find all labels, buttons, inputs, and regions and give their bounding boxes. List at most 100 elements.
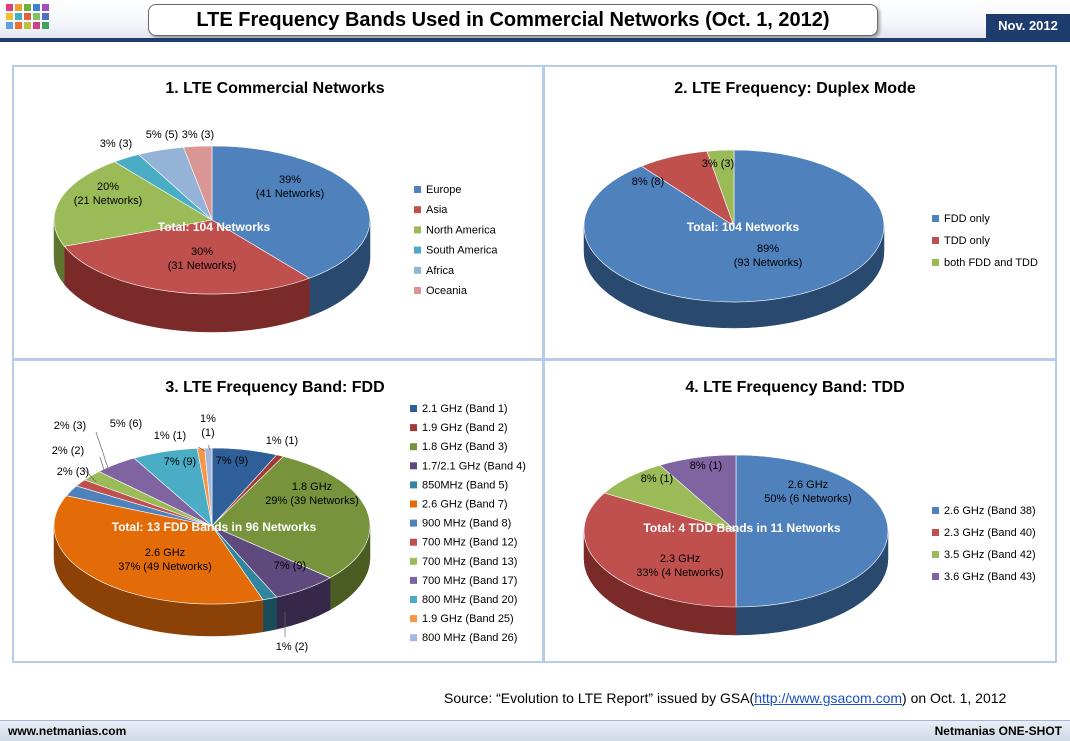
grid-divider-vertical bbox=[542, 65, 545, 663]
slice-2 bbox=[63, 219, 311, 295]
legend-label-7: 900 MHz (Band 8) bbox=[422, 518, 511, 530]
chart-grid bbox=[12, 65, 1057, 663]
source-prefix: Source: “Evolution to LTE Report” issued… bbox=[444, 690, 755, 706]
leader-line-1 bbox=[95, 431, 109, 469]
legend-swatch-2 bbox=[410, 424, 417, 432]
legend-swatch-1 bbox=[932, 215, 939, 222]
slice-label-5: 1% (2) bbox=[276, 641, 308, 653]
slice-4 bbox=[659, 454, 737, 532]
legend-swatch-2 bbox=[932, 237, 939, 244]
slice-sublabel-2: 33% (4 Networks) bbox=[636, 567, 723, 579]
slice-sublabel-6: 37% (49 Networks) bbox=[118, 561, 212, 573]
slice-label-6: 3% (3) bbox=[182, 129, 214, 141]
slice-label-10: 5% (6) bbox=[110, 418, 142, 430]
date-badge: Nov. 2012 bbox=[986, 14, 1070, 38]
slice-label-6: 2.6 GHz bbox=[145, 547, 185, 559]
source-link[interactable]: http://www.gsacom.com bbox=[754, 690, 903, 706]
slice-label-1: 7% (9) bbox=[216, 455, 248, 467]
legend-swatch-13 bbox=[410, 634, 417, 642]
legend-swatch-5 bbox=[410, 481, 417, 489]
slice-label-2: 8% (8) bbox=[632, 176, 664, 188]
header-rule bbox=[0, 38, 1070, 42]
legend-swatch-4 bbox=[414, 246, 421, 254]
pie-total-label: Total: 104 Networks bbox=[687, 220, 800, 234]
pie-chart-3 bbox=[53, 405, 417, 642]
legend-swatch-3 bbox=[932, 551, 939, 558]
legend-label-3: North America bbox=[426, 224, 497, 236]
legend-label-5: Africa bbox=[426, 265, 455, 277]
slice-label-1: 39% bbox=[279, 174, 301, 186]
legend-swatch-3 bbox=[932, 259, 939, 266]
netmanias-logo bbox=[6, 4, 49, 34]
slice-sublabel-3: (21 Networks) bbox=[74, 195, 142, 207]
page-title: LTE Frequency Bands Used in Commercial N… bbox=[148, 4, 878, 36]
slice-label-12: 1% (1) bbox=[154, 430, 186, 442]
legend-label-3: 1.8 GHz (Band 3) bbox=[422, 441, 508, 453]
legend-label-13: 800 MHz (Band 26) bbox=[422, 632, 517, 644]
slice-1 bbox=[211, 145, 371, 279]
slice-2 bbox=[583, 492, 737, 608]
pie-total-label: Total: 104 Networks bbox=[158, 220, 271, 234]
slice-13 bbox=[204, 447, 213, 527]
legend-label-4: 3.6 GHz (Band 43) bbox=[944, 571, 1036, 583]
slice-6 bbox=[53, 495, 264, 605]
legend-swatch-6 bbox=[410, 500, 417, 508]
leader-line-3 bbox=[82, 467, 97, 483]
leader-line-4 bbox=[197, 446, 206, 452]
chart-title-1: 1. LTE Commercial Networks bbox=[165, 80, 385, 97]
legend-swatch-1 bbox=[414, 186, 421, 193]
slice-label-1: 2.6 GHz bbox=[788, 479, 828, 491]
legend-label-6: Oceania bbox=[426, 285, 468, 297]
pie-total-label: Total: 13 FDD Bands in 96 Networks bbox=[112, 520, 317, 534]
footer-brand: Netmanias ONE-SHOT bbox=[934, 724, 1062, 738]
legend-swatch-1 bbox=[932, 507, 939, 514]
slice-label-4: 7% (9) bbox=[274, 560, 306, 572]
footer-bar: www.netmanias.com Netmanias ONE-SHOT bbox=[0, 720, 1070, 741]
leader-line-5 bbox=[207, 444, 211, 451]
legend-label-1: 2.6 GHz (Band 38) bbox=[944, 505, 1036, 517]
legend-label-4: South America bbox=[426, 245, 498, 257]
pie-chart-2 bbox=[583, 149, 939, 329]
legend-swatch-10 bbox=[410, 576, 417, 584]
slice-label-8: 2% (2) bbox=[52, 445, 84, 457]
slice-1 bbox=[735, 454, 889, 608]
legend-label-3: 3.5 GHz (Band 42) bbox=[944, 549, 1036, 561]
slice-sublabel-1: (93 Networks) bbox=[734, 257, 802, 269]
slice-label-11: 7% (9) bbox=[164, 456, 196, 468]
chart-title-3: 3. LTE Frequency Band: FDD bbox=[165, 379, 385, 396]
slice-3 bbox=[211, 456, 371, 579]
slice-sublabel-3: 29% (39 Networks) bbox=[265, 495, 359, 507]
legend-label-11: 800 MHz (Band 20) bbox=[422, 594, 517, 606]
legend-label-4: 1.7/2.1 GHz (Band 4) bbox=[422, 460, 526, 472]
source-suffix: ) on Oct. 1, 2012 bbox=[902, 690, 1007, 706]
slice-label-3: 20% bbox=[97, 181, 119, 193]
footer-site: www.netmanias.com bbox=[8, 724, 127, 738]
legend-label-2: Asia bbox=[426, 204, 448, 216]
legend-swatch-12 bbox=[410, 615, 417, 623]
slice-label-4: 3% (3) bbox=[100, 138, 132, 150]
legend-swatch-8 bbox=[410, 538, 417, 546]
legend-swatch-7 bbox=[410, 519, 417, 527]
slice-3 bbox=[706, 149, 735, 227]
pie-total-label: Total: 4 TDD Bands in 11 Networks bbox=[643, 521, 840, 535]
legend-label-2: TDD only bbox=[944, 235, 990, 247]
slice-label-1: 89% bbox=[757, 243, 779, 255]
slice-label-3: 1.8 GHz bbox=[292, 481, 332, 493]
slice-sublabel-1: (41 Networks) bbox=[256, 188, 324, 200]
pie-chart-4 bbox=[583, 454, 939, 636]
pie-chart-1 bbox=[53, 145, 421, 333]
header-bar: LTE Frequency Bands Used in Commercial N… bbox=[0, 0, 1070, 40]
slice-3 bbox=[53, 161, 213, 247]
slice-sublabel-13: (1) bbox=[201, 427, 214, 439]
legend-label-5: 850MHz (Band 5) bbox=[422, 479, 508, 491]
slice-label-7: 2% (3) bbox=[57, 466, 89, 478]
slice-label-2: 1% (1) bbox=[266, 435, 298, 447]
slice-label-13: 1% bbox=[200, 413, 216, 425]
legend-label-10: 700 MHz (Band 17) bbox=[422, 575, 517, 587]
legend-swatch-4 bbox=[932, 573, 939, 580]
legend-swatch-2 bbox=[414, 206, 421, 214]
source-note: Source: “Evolution to LTE Report” issued… bbox=[444, 690, 1006, 706]
legend-label-12: 1.9 GHz (Band 25) bbox=[422, 613, 514, 625]
legend-label-1: Europe bbox=[426, 184, 461, 196]
